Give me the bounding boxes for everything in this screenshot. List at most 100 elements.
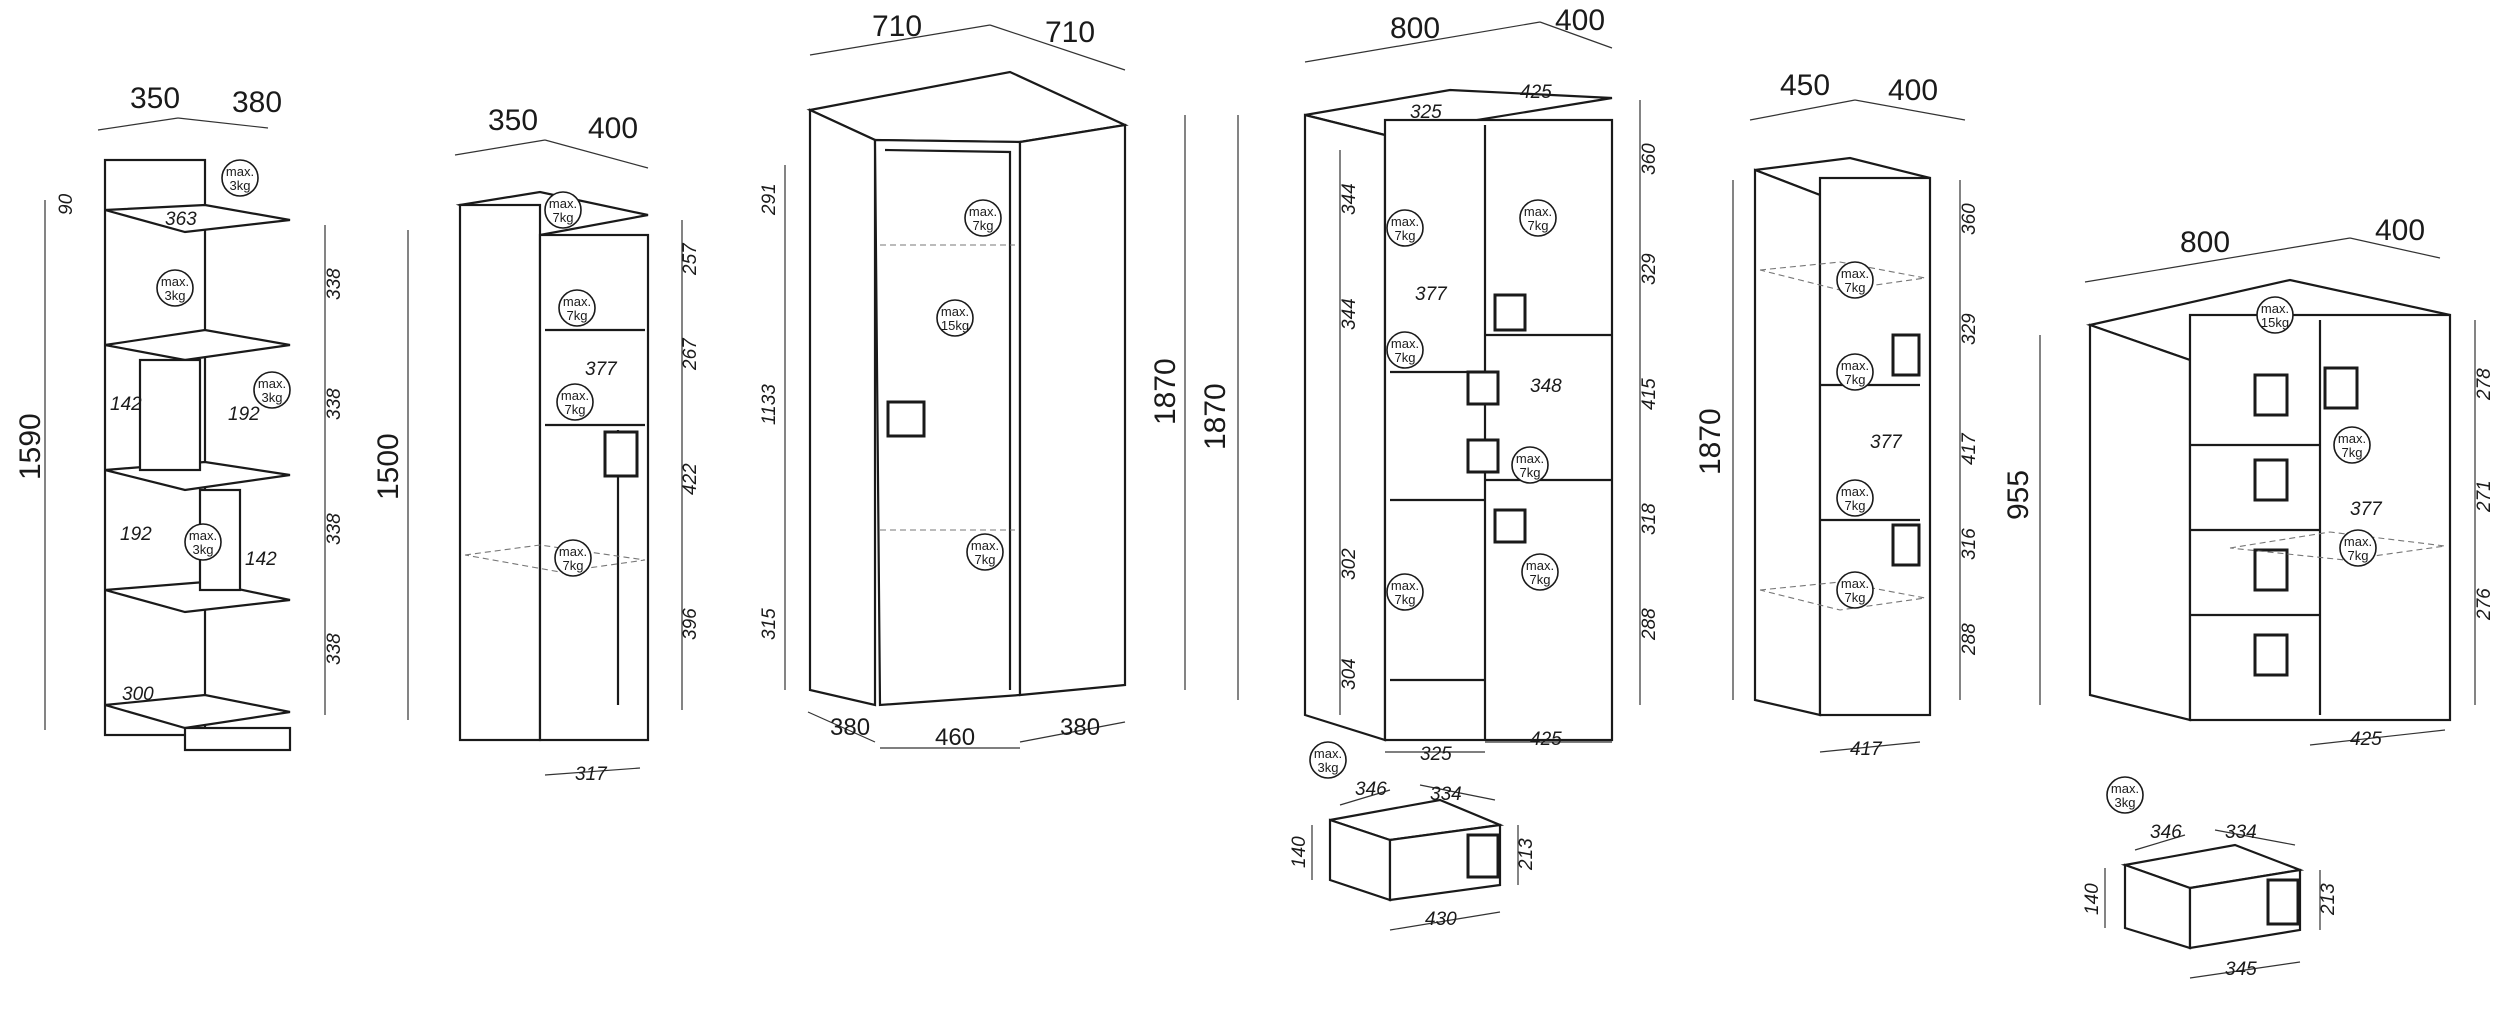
load-badge-circle (1836, 353, 1874, 391)
wardrobe-corner-top-h: 291 (759, 183, 780, 216)
load-badge-weight: 7kg (1395, 228, 1416, 243)
dresser: 800 400 377 278 271 276 955 425 (2002, 214, 2495, 750)
wardrobe-wide-front (1383, 118, 1614, 742)
drawer-2-width: 346 (2150, 822, 2182, 843)
load-badge: max.7kg (1836, 353, 1874, 391)
bookcase-base: 300 (122, 684, 154, 705)
cabinet-narrow-side (458, 203, 542, 742)
dim-line-drawer-2-front-w (2189, 961, 2301, 979)
wardrobe-corner-base-right: 380 (1060, 714, 1100, 741)
wardrobe-wide-top-right: 425 (1520, 82, 1552, 103)
load-badge-weight: 7kg (973, 218, 994, 233)
load-badge: max.7kg (1386, 573, 1424, 611)
dim-line-base-left (807, 711, 876, 743)
load-badge: max.7kg (558, 289, 596, 327)
load-badge-label: max. (226, 164, 254, 179)
dresser-handle-2 (2253, 458, 2289, 502)
drawer-2: 346 334 140 213 345 (2082, 822, 2339, 980)
load-badge-circle (966, 533, 1004, 571)
load-badge-weight: 7kg (1395, 592, 1416, 607)
dim-line-width (1749, 99, 1856, 121)
bookcase-corner: 350 380 1590 90 363 338 338 338 338 142 … (14, 82, 345, 752)
cabinet-tall-base: 417 (1850, 739, 1883, 760)
dim-line-drawer-2-width (2134, 834, 2186, 851)
dresser-handle-5 (2323, 366, 2359, 410)
wardrobe-corner-base-left: 380 (830, 714, 870, 741)
wardrobe-corner-height: 1870 (1149, 358, 1182, 425)
dim-line-base (1819, 741, 1921, 753)
bookcase-shelf-4 (104, 580, 291, 614)
cabinet-narrow: 350 400 1500 377 257 267 422 396 317 (372, 104, 701, 785)
load-badge-weight: 3kg (193, 542, 214, 557)
wardrobe-corner-width-right: 710 (1045, 16, 1095, 49)
dresser-side (2088, 323, 2192, 722)
load-badge: max.3kg (2106, 776, 2144, 814)
bookcase-divider-1 (138, 358, 202, 472)
cabinet-tall-handle-2 (1891, 523, 1921, 567)
bookcase-plinth (183, 726, 292, 752)
load-badge: max.15kg (2256, 296, 2294, 334)
load-badge-circle (1386, 209, 1424, 247)
load-badge-weight: 7kg (1845, 590, 1866, 605)
cabinet-narrow-h-1: 257 (680, 242, 701, 276)
wardrobe-wide-inner-377: 377 (1415, 284, 1448, 305)
dim-line-width-right (989, 24, 1126, 71)
cabinet-tall-h-4: 316 (1959, 528, 1980, 560)
bookcase-shelf-h-1: 338 (324, 268, 345, 300)
load-badge-label: max. (1841, 576, 1869, 591)
cabinet-narrow-h-2: 267 (680, 337, 701, 371)
load-badge-circle (2339, 529, 2377, 567)
load-badge-circle (253, 371, 291, 409)
load-badge-circle (556, 383, 594, 421)
load-badge-label: max. (1391, 578, 1419, 593)
cabinet-narrow-depth: 400 (588, 112, 638, 145)
cabinet-tall-h-3: 417 (1959, 432, 1980, 465)
load-badge: max.7kg (1386, 331, 1424, 369)
load-badge-weight: 7kg (1845, 372, 1866, 387)
wardrobe-wide-right-h-2: 329 (1639, 253, 1660, 285)
load-badge-label: max. (189, 528, 217, 543)
load-badge-label: max. (941, 304, 969, 319)
dim-line-depth (2349, 237, 2441, 259)
load-badge: max.15kg (936, 299, 974, 337)
load-badge: max.7kg (2333, 426, 2371, 464)
cabinet-tall: 450 400 377 360 329 417 316 288 1870 417 (1694, 69, 1980, 760)
load-badge: max.7kg (556, 383, 594, 421)
bookcase-inner-192-a: 192 (228, 404, 260, 425)
load-badge-weight: 7kg (1845, 280, 1866, 295)
load-badge-circle (1836, 571, 1874, 609)
dim-line-depth (544, 139, 649, 169)
wardrobe-corner: 710 710 291 1133 315 1870 380 460 380 (759, 10, 1186, 751)
load-badge-weight: 7kg (1530, 572, 1551, 587)
wardrobe-corner-bottom-h: 315 (759, 608, 780, 640)
bookcase-shelf-h-3: 338 (324, 513, 345, 545)
cabinet-tall-inner-shelf-1 (1759, 261, 1926, 291)
bookcase-shelf-2 (104, 328, 291, 362)
dim-line-drawer-1-depth (1419, 784, 1496, 801)
wardrobe-wide-depth: 400 (1555, 4, 1605, 37)
load-badge-label: max. (1314, 746, 1342, 761)
load-badge-weight: 7kg (1395, 350, 1416, 365)
cabinet-tall-depth: 400 (1888, 74, 1938, 107)
wardrobe-wide-right-h-3: 415 (1639, 378, 1660, 410)
bookcase-bottom (104, 693, 291, 730)
load-badge: max.7kg (2339, 529, 2377, 567)
bookcase-inner-142-b: 142 (245, 549, 277, 570)
load-badges: max.3kgmax.3kgmax.3kgmax.3kgmax.7kgmax.7… (156, 159, 2377, 814)
load-badge-circle (1836, 261, 1874, 299)
cabinet-narrow-height: 1500 (372, 433, 405, 500)
wardrobe-wide-top-left: 325 (1410, 102, 1442, 123)
load-badge: max.7kg (1511, 446, 1549, 484)
load-badge-weight: 3kg (262, 390, 283, 405)
dim-line-width (454, 139, 546, 156)
bookcase-width: 350 (130, 82, 180, 115)
load-badge-label: max. (1391, 214, 1419, 229)
cabinet-narrow-inner-width: 377 (585, 359, 618, 380)
load-badge-circle (2106, 776, 2144, 814)
load-badge-circle (544, 191, 582, 229)
load-badge-weight: 7kg (553, 210, 574, 225)
dim-line-base (2309, 729, 2446, 746)
load-badge: max.3kg (1309, 741, 1347, 779)
dresser-height: 955 (2002, 470, 2035, 520)
wardrobe-wide: 800 400 325 425 377 348 344 344 302 304 … (1199, 4, 1660, 765)
